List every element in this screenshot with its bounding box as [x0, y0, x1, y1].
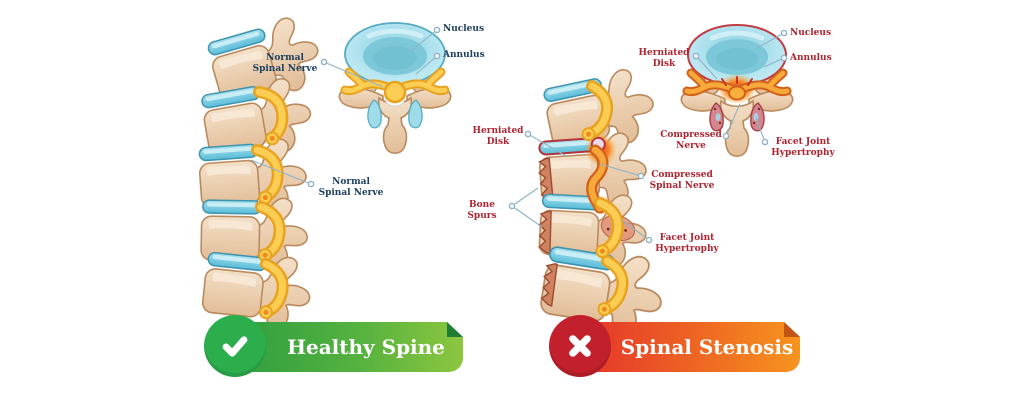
healthy-vertebra-top-view-illustration: [338, 22, 452, 155]
label-bone-spurs: Bone Spurs: [467, 200, 497, 221]
spinal-cord: [383, 80, 407, 104]
x-icon: [569, 335, 591, 357]
leader-lines: [250, 26, 788, 244]
stenosis-banner-label: Spinal Stenosis: [620, 335, 794, 359]
stenosis-vertebra-top-view-illustration: [680, 24, 794, 158]
label-annulus: Annulus: [443, 50, 485, 60]
healthy-banner-label: Healthy Spine: [287, 335, 445, 359]
healthy-banner-bar: [233, 322, 463, 372]
label-compressed-nerve: Compressed Nerve: [660, 130, 722, 151]
label-nucleus: Nucleus: [443, 24, 485, 34]
facet-joint: [367, 99, 382, 129]
healthy-badge: [204, 315, 266, 377]
facet-joint: [408, 99, 423, 129]
label-facet-joint-hypertrophy-top: Facet Joint Hypertrophy: [771, 137, 835, 158]
stenosis-badge: [549, 315, 611, 377]
label-normal-spinal-nerve-side: Normal Spinal Nerve: [318, 177, 384, 198]
compressed-nerve-branches: [682, 68, 792, 97]
label-nucleus-right: Nucleus: [790, 28, 832, 38]
label-herniated-disk-top: Herniated Disk: [638, 48, 690, 69]
spinous-process: [377, 96, 413, 155]
label-herniated-disk-side: Herniated Disk: [472, 126, 524, 147]
stenosis-spine-side-illustration: [536, 64, 669, 343]
stenosis-spinal-nerves: [582, 86, 626, 317]
label-normal-spinal-nerve-top: Normal Spinal Nerve: [252, 53, 318, 74]
checkmark-icon: [222, 336, 248, 357]
stenosis-banner-bar: [578, 322, 800, 372]
spinal-stenosis-banner: Spinal Stenosis: [549, 315, 800, 377]
herniated-disc-top: [687, 24, 787, 86]
label-compressed-spinal-nerve: Compressed Spinal Nerve: [649, 170, 715, 191]
label-annulus-right: Annulus: [790, 53, 832, 63]
spinal-nerve-branches: [340, 67, 450, 96]
label-facet-joint-hypertrophy-side: Facet Joint Hypertrophy: [655, 233, 719, 254]
leader-dots: [307, 26, 788, 244]
compressed-spinal-cord: [728, 85, 746, 101]
disc-annulus: [344, 22, 446, 86]
hypertrophied-facet-joints: [709, 102, 765, 132]
healthy-spine-banner: Healthy Spine: [204, 315, 463, 377]
